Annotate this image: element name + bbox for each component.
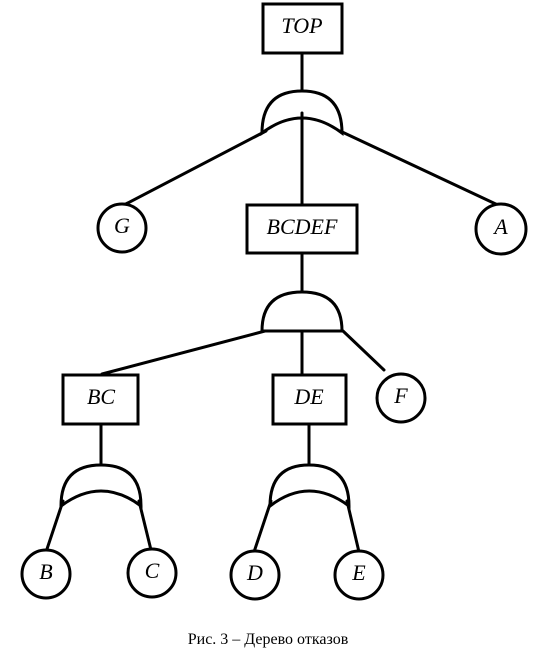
node-c-circle — [126, 547, 178, 599]
connector-gate-g — [120, 129, 268, 208]
node-g-circle — [96, 202, 148, 254]
node-e-circle — [333, 549, 385, 601]
connector-gate-d — [252, 499, 273, 554]
node-bcdef: BCDEF — [245, 203, 359, 255]
connector-gate-f — [341, 329, 386, 372]
node-f-label: F — [393, 383, 408, 408]
or-gate-bc — [59, 463, 143, 509]
connector-gate-a — [338, 129, 502, 208]
node-top: TOP — [261, 2, 344, 55]
node-de-label: DE — [293, 384, 324, 409]
node-f-circle — [375, 372, 427, 424]
node-b-circle — [20, 548, 72, 600]
node-d-label: D — [246, 560, 263, 585]
node-d: D — [229, 549, 281, 601]
node-d-circle — [229, 549, 281, 601]
node-b: B — [20, 548, 72, 600]
node-b-label: B — [39, 559, 52, 584]
connector-gate-e — [345, 499, 361, 554]
node-g: G — [96, 202, 148, 254]
node-a-label: A — [492, 214, 508, 239]
or-gate-de — [268, 463, 351, 510]
node-c: C — [126, 547, 178, 599]
node-a-circle — [474, 202, 528, 256]
node-f: F — [375, 372, 427, 424]
node-top-label: TOP — [281, 13, 322, 38]
connector-gate-c — [137, 499, 153, 552]
figure-caption: Рис. 3 – Дерево отказов — [187, 631, 349, 648]
connector-gate-b — [44, 499, 65, 554]
node-c-label: C — [145, 558, 160, 583]
node-g-label: G — [114, 213, 130, 238]
node-bc-label: BC — [87, 384, 115, 409]
connector-gate-bc — [100, 329, 267, 376]
node-de: DE — [271, 373, 348, 426]
node-bcdef-label: BCDEF — [267, 214, 338, 239]
node-bc: BC — [61, 373, 140, 426]
node-e-label: E — [351, 560, 366, 585]
and-gate-bcdef — [260, 290, 344, 333]
node-e: E — [333, 549, 385, 601]
node-a: A — [474, 202, 528, 256]
node-de-box — [271, 373, 348, 426]
node-bcdef-box — [245, 203, 359, 255]
